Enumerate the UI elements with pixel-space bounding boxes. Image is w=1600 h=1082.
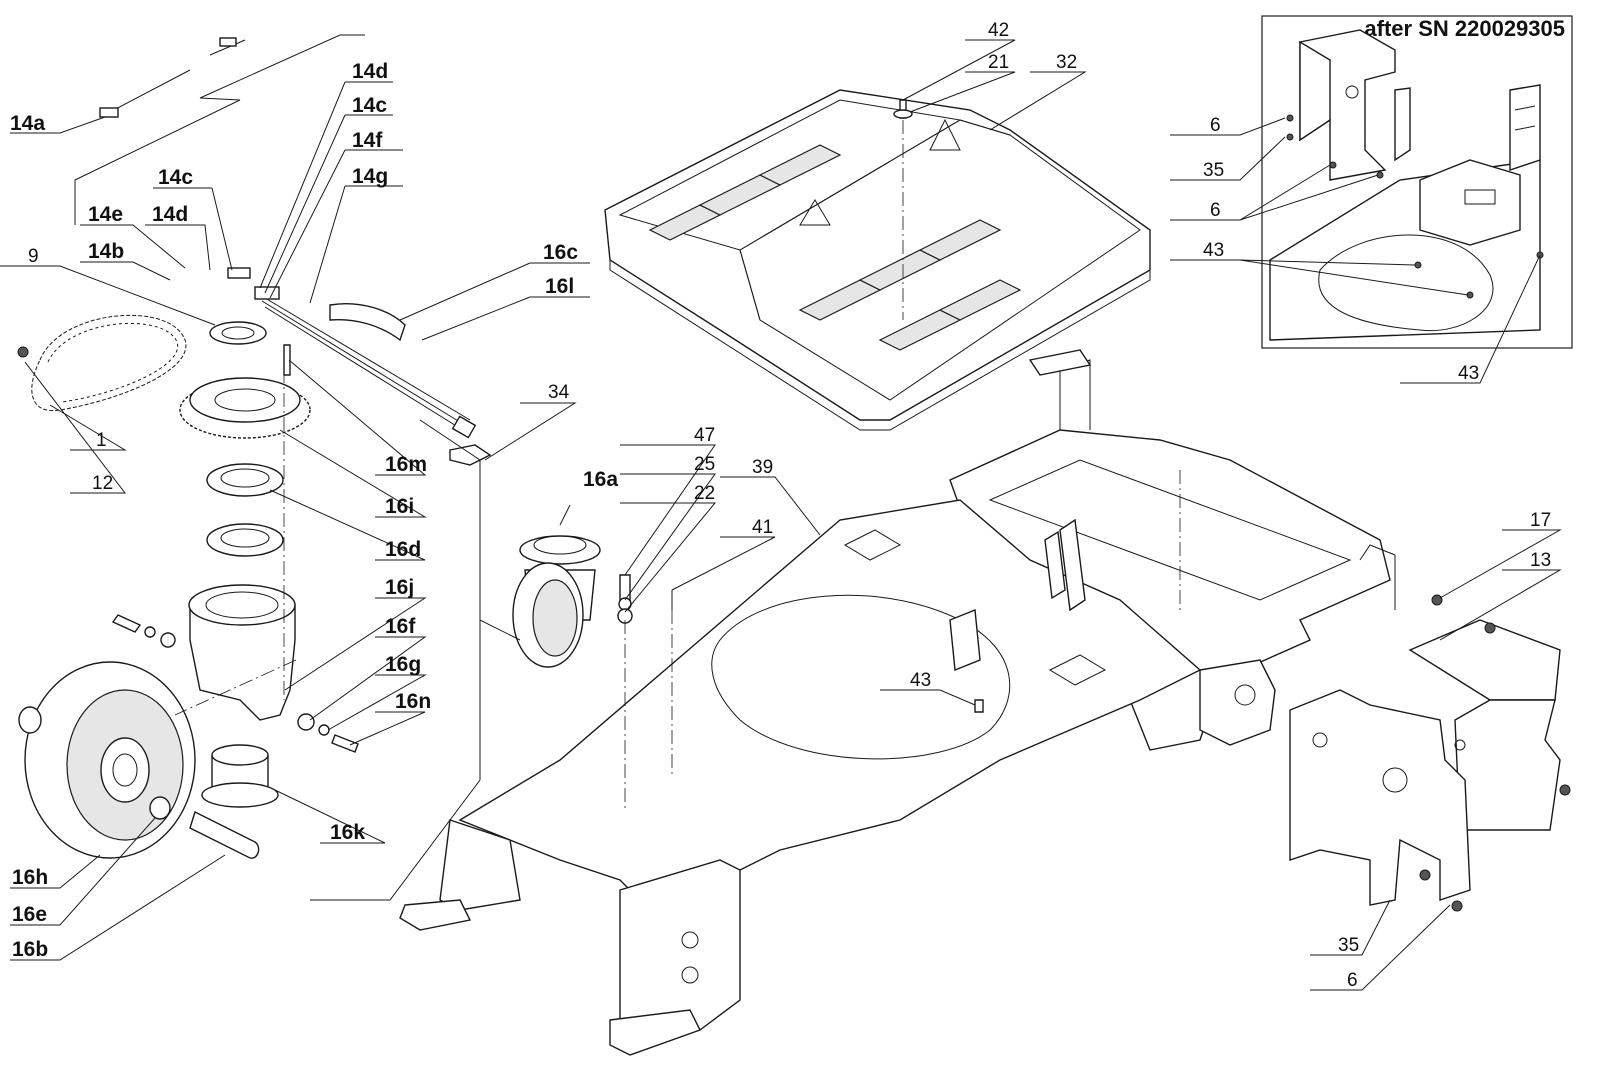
chain-link-12	[17, 346, 29, 358]
callout-14d-mid: 14d	[152, 203, 188, 226]
main-chassis	[399, 349, 1396, 1056]
fasteners-main	[617, 99, 1181, 810]
seal-ring-9	[209, 321, 267, 345]
callout-12: 12	[92, 473, 113, 494]
callout-35-inset: 35	[1203, 160, 1224, 181]
callout-17: 17	[1530, 510, 1551, 531]
battery-tray	[604, 89, 1151, 431]
callout-14d-top: 14d	[352, 60, 388, 83]
callout-16l: 16l	[545, 275, 574, 298]
lower-right-brackets	[1289, 594, 1571, 912]
callout-16g: 16g	[385, 653, 421, 676]
callout-41: 41	[752, 517, 773, 538]
bolt-16n	[331, 734, 359, 753]
callout-14b: 14b	[88, 240, 124, 263]
callout-32: 32	[1056, 52, 1077, 73]
inset-nut-a	[1286, 114, 1294, 122]
callout-9: 9	[28, 246, 39, 267]
callout-16j: 16j	[385, 576, 414, 599]
washer-16g	[318, 724, 330, 736]
callout-14f: 14f	[352, 129, 383, 152]
callout-1: 1	[96, 430, 107, 451]
wheel-housing-16j	[189, 604, 296, 721]
callout-14g: 14g	[352, 165, 388, 188]
inset-nut-b	[1286, 133, 1294, 141]
callout-13: 13	[1530, 550, 1551, 571]
callout-22: 22	[694, 483, 715, 504]
callout-42: 42	[988, 20, 1009, 41]
sensor-segment-16c	[329, 303, 406, 342]
bracket-34	[449, 444, 492, 466]
inset-bolt-a	[1414, 261, 1422, 269]
callout-16n: 16n	[395, 690, 431, 713]
callout-16h: 16h	[12, 866, 48, 889]
callout-39: 39	[752, 457, 773, 478]
axle-16b	[189, 811, 260, 859]
callout-43-inset-b: 43	[1458, 363, 1479, 384]
callout-14a: 14a	[10, 112, 45, 135]
spacer-16e	[149, 796, 171, 820]
callout-43-main: 43	[910, 670, 931, 691]
leader-lines	[0, 34, 1562, 991]
inset-title: after SN 220029305	[1364, 16, 1565, 41]
drive-unit	[17, 37, 492, 859]
washer-16f	[297, 713, 315, 731]
callout-16c: 16c	[543, 241, 578, 264]
cable-harness	[259, 294, 471, 433]
callout-16a: 16a	[583, 468, 618, 491]
inset-frame	[1261, 15, 1573, 349]
callout-16i: 16i	[385, 495, 414, 518]
callout-14e: 14e	[88, 203, 123, 226]
callout-6-bottom: 6	[1347, 970, 1358, 991]
callout-6-inset-a: 6	[1210, 115, 1221, 136]
callout-6-inset-b: 6	[1210, 200, 1221, 221]
callout-16d: 16d	[385, 538, 421, 561]
callout-43-inset-a: 43	[1203, 240, 1224, 261]
callout-16k: 16k	[330, 821, 365, 844]
callout-14c-top: 14c	[352, 94, 387, 117]
caster-wheel-16a	[512, 535, 601, 668]
callout-16f: 16f	[385, 615, 416, 638]
callout-21: 21	[988, 52, 1009, 73]
callout-16e: 16e	[12, 903, 47, 926]
inset-nut-c	[1329, 161, 1337, 169]
callout-labels: 14a 14d 14c 14f 14g 14c 14e 14d 14b 9 16…	[10, 20, 1551, 991]
callout-35-bottom: 35	[1338, 935, 1359, 956]
inset-bracket	[1299, 29, 1411, 181]
callout-16m: 16m	[385, 453, 427, 476]
callout-16b: 16b	[12, 938, 48, 961]
callout-14c-mid: 14c	[158, 166, 193, 189]
inset-after-sn: after SN 220029305	[1261, 15, 1573, 349]
callout-47: 47	[694, 425, 715, 446]
callout-25: 25	[694, 454, 715, 475]
callout-34: 34	[548, 382, 570, 403]
